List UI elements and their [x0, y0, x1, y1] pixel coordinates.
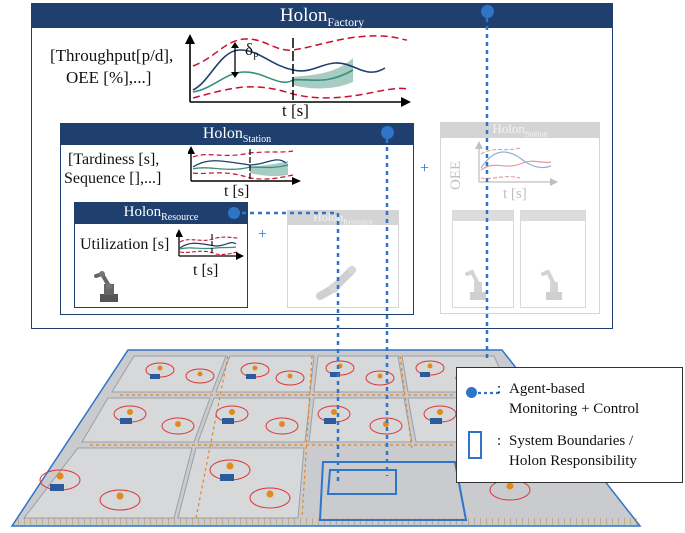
- legend-agent-dot-icon: [466, 387, 477, 398]
- resource-axis-label: t [s]: [193, 262, 219, 279]
- factory-kpi-line2: OEE [%],...]: [66, 68, 152, 87]
- resource-kpi-chart: [176, 229, 244, 260]
- legend-box: [456, 367, 683, 483]
- ghost-station-title-sub: Station: [524, 129, 548, 139]
- ghost-station-holon: HolonStation: [440, 121, 600, 314]
- ghost-station-sub-2: [520, 210, 586, 308]
- factory-agent-dot[interactable]: [481, 5, 494, 18]
- factory-holon-title-sub: Factory: [327, 14, 365, 29]
- plus-station: +: [420, 160, 430, 177]
- factory-delta-label: δP: [245, 40, 259, 63]
- station-kpi-line2: Sequence [],...]: [64, 170, 162, 187]
- station-kpi-chart: [188, 146, 301, 185]
- legend-agent-dash-icon: [478, 391, 500, 395]
- legend-agent-colon: :: [497, 381, 502, 397]
- resource-holon: HolonResource: [74, 202, 248, 308]
- factory-axis-label: t [s]: [282, 101, 309, 120]
- legend-agent-line1: Agent-based: [509, 381, 585, 397]
- station-holon: HolonStation: [60, 123, 414, 315]
- station-holon-title: Holon: [202, 125, 243, 142]
- ghost-robot-arm-icon: [316, 266, 356, 300]
- station-agent-dot[interactable]: [381, 126, 394, 139]
- legend-boundary-colon: :: [497, 433, 502, 449]
- factory-holon-title: Holon: [279, 5, 328, 26]
- ghost-station-kpi-chart: [475, 141, 558, 186]
- ghost-station-sub-1: [452, 210, 514, 308]
- factory-holon-header: HolonFactory: [32, 4, 612, 29]
- legend-boundary-icon: [468, 431, 482, 459]
- ghost-robot-arm-icon-2: [465, 269, 486, 300]
- legend-boundary-line1: System Boundaries /: [509, 433, 634, 449]
- legend-boundary-line2: Holon Responsibility: [509, 453, 637, 469]
- factory-holon: HolonFactory: [31, 3, 613, 329]
- resource-holon-title-sub: Resource: [161, 212, 199, 223]
- plus-resource: +: [258, 226, 268, 243]
- resource-holon-title: Holon: [123, 204, 162, 220]
- ghost-resource-holon: HolonResource: [287, 210, 399, 308]
- station-holon-header: HolonStation: [61, 124, 413, 145]
- ghost-station-title: Holon: [492, 121, 525, 136]
- station-holon-title-sub: Station: [242, 134, 272, 146]
- factory-kpi-chart: [185, 34, 411, 107]
- ghost-robot-arm-icon-3: [541, 269, 562, 300]
- resource-agent-dot[interactable]: [228, 207, 240, 219]
- factory-kpi-line1: [Throughput[p/d],: [50, 46, 174, 65]
- ghost-resource-title: Holon: [313, 210, 344, 224]
- ghost-resource-title-sub: Resource: [343, 217, 373, 227]
- station-axis-label: t [s]: [224, 183, 250, 200]
- legend-agent-line2: Monitoring + Control: [509, 401, 640, 417]
- station-kpi-line1: [Tardiness [s],: [68, 151, 160, 168]
- resource-holon-header: HolonResource: [75, 203, 247, 224]
- resource-kpi-label: Utilization [s]: [80, 236, 170, 253]
- robot-arm-icon: [94, 271, 118, 302]
- ghost-station-axis-label: t [s]: [503, 186, 527, 202]
